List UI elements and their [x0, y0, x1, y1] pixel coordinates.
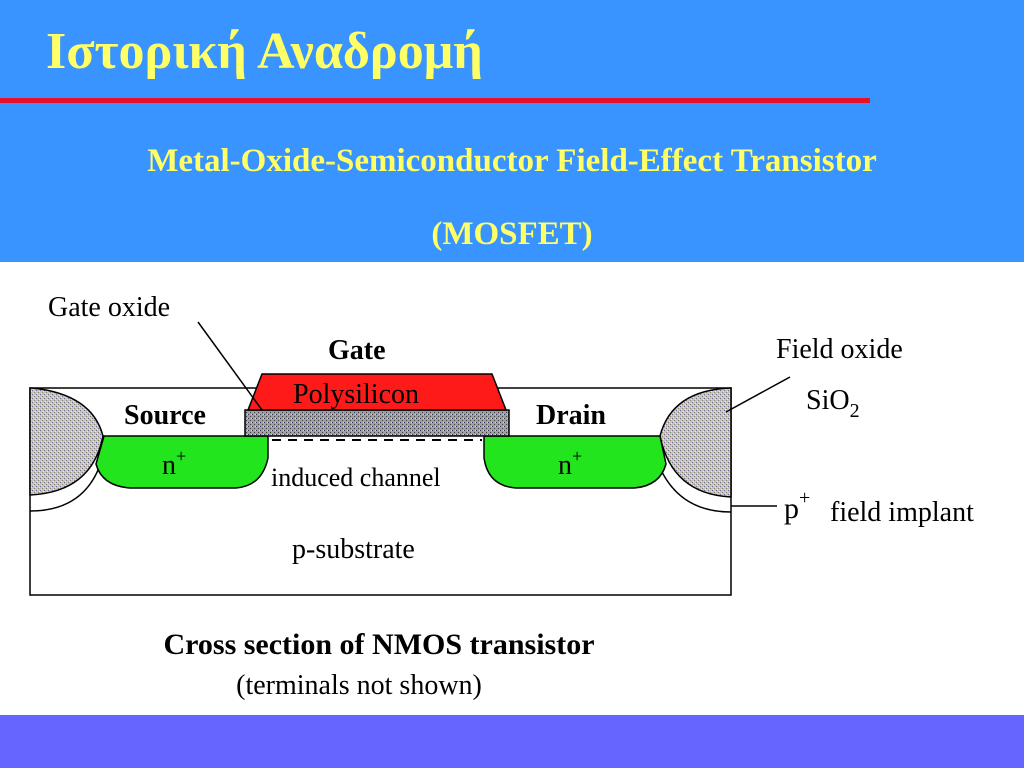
- slide-title: Ιστορική Αναδρομή: [46, 23, 483, 80]
- n-plus-drain-region: [483, 435, 667, 489]
- polysilicon-label: Polysilicon: [293, 379, 419, 410]
- n-plus-source-label: n+: [162, 446, 186, 481]
- gate-label: Gate: [328, 335, 386, 366]
- source-label: Source: [124, 400, 206, 431]
- slide-subtitle-abbreviation: (MOSFET): [431, 216, 593, 252]
- field-oxide-leader-line: [725, 376, 791, 413]
- gate-oxide-layer: [244, 409, 510, 437]
- induced-channel-label: induced channel: [271, 463, 441, 492]
- n-plus-source-region: [95, 435, 269, 489]
- field-oxide-label: Field oxide: [776, 334, 903, 365]
- diagram-caption-note: (terminals not shown): [236, 670, 482, 701]
- drain-label: Drain: [536, 400, 606, 431]
- slide-subtitle: Metal-Oxide-Semiconductor Field-Effect T…: [147, 143, 877, 179]
- p-plus-label: p+: [784, 487, 810, 525]
- p-substrate-label: p-substrate: [292, 534, 415, 565]
- header-band: [0, 0, 1024, 262]
- sio2-label: SiO2: [806, 385, 860, 422]
- field-implant-label: field implant: [830, 497, 974, 528]
- footer-band: [0, 715, 1024, 768]
- polysilicon-gate: [246, 373, 508, 411]
- gate-oxide-leader-line: [197, 321, 263, 411]
- nmos-cross-section-diagram: Gate oxide Gate Polysilicon Field oxide …: [0, 262, 1024, 715]
- n-plus-drain-label: n+: [558, 446, 582, 481]
- field-oxide-left: [29, 387, 104, 496]
- diagram-caption: Cross section of NMOS transistor: [163, 628, 594, 661]
- nmos-diagram-svg: Gate oxide Gate Polysilicon Field oxide …: [29, 292, 974, 701]
- title-underline: [0, 98, 870, 103]
- gate-oxide-label: Gate oxide: [48, 292, 170, 323]
